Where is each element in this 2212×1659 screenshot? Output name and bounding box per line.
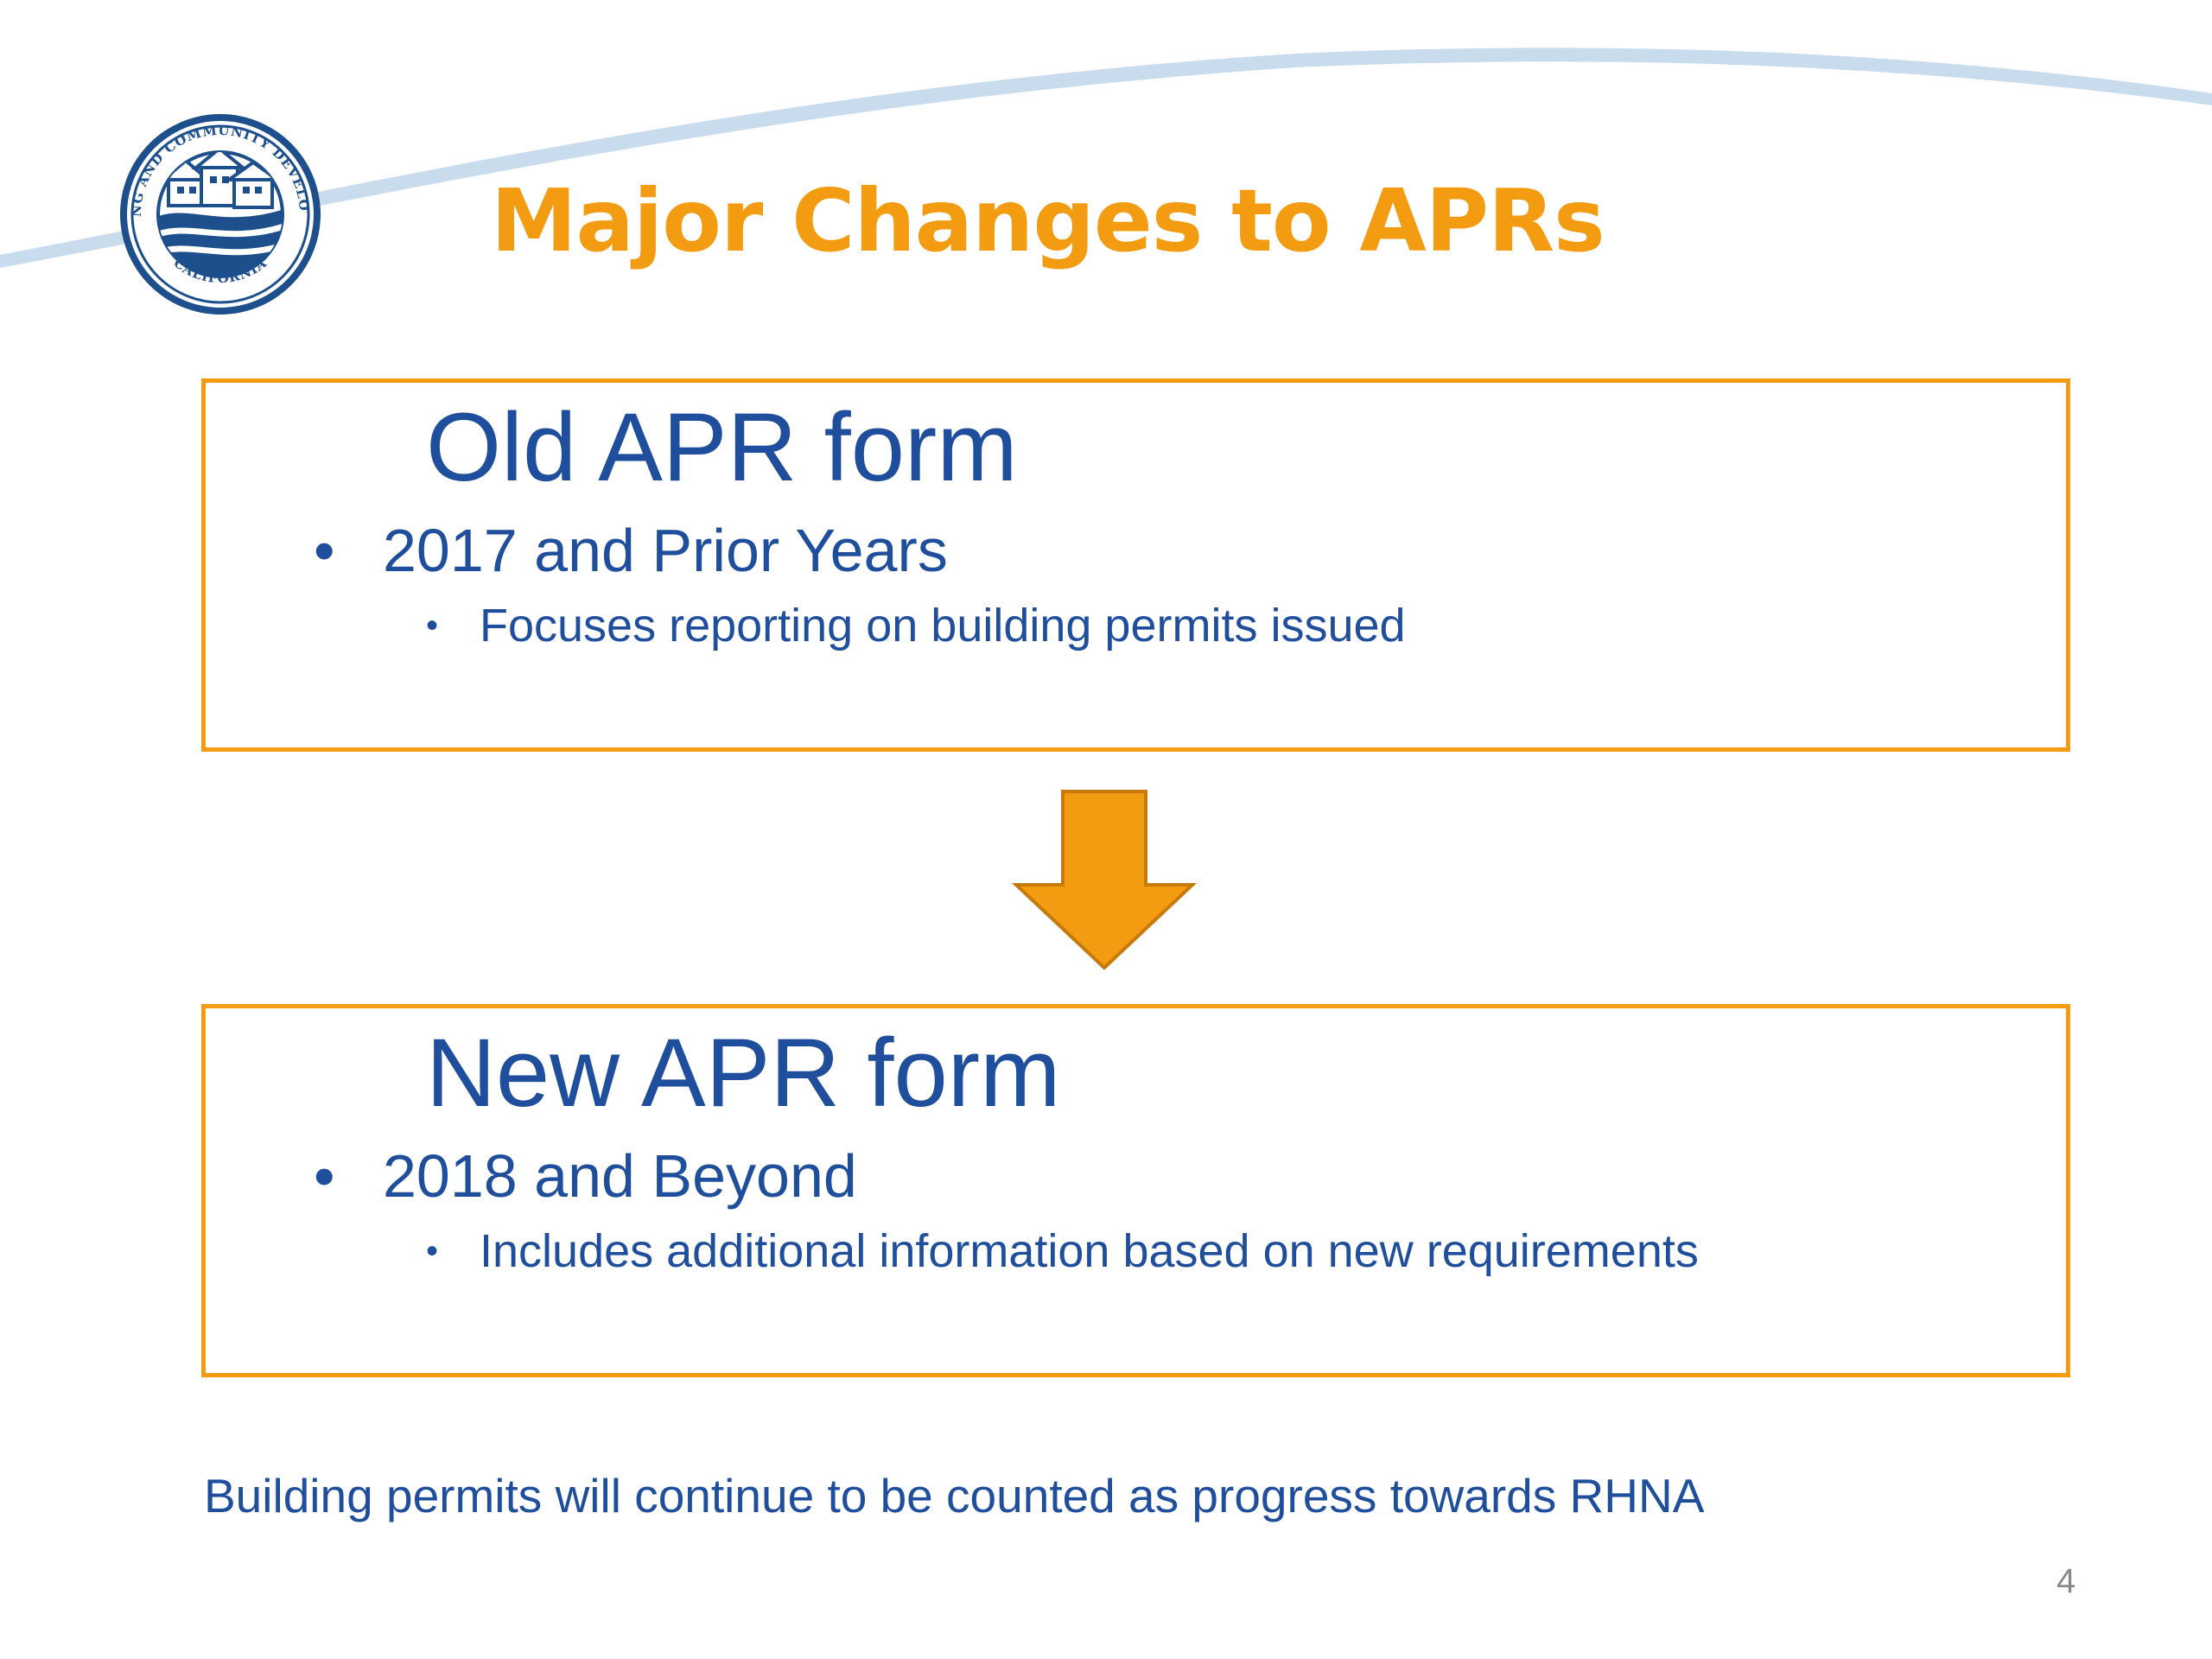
old-apr-form-heading: Old APR form (426, 393, 1018, 501)
bullet-icon: • (426, 607, 439, 645)
bullet-icon: • (314, 517, 335, 584)
slide-title: Major Changes to APRs (491, 170, 1605, 271)
new-form-years: 2018 and Beyond (383, 1142, 857, 1210)
old-apr-form-box: Old APR form • 2017 and Prior Years • Fo… (201, 378, 2070, 752)
new-apr-form-heading: New APR form (426, 1019, 1061, 1127)
bullet-icon: • (426, 1232, 439, 1270)
decorative-swoosh (0, 48, 2212, 268)
new-apr-form-box: New APR form • 2018 and Beyond • Include… (201, 1004, 2070, 1377)
bullet-icon: • (314, 1142, 335, 1210)
hcd-seal-logo: HOUSING AND COMMUNITY DEVELOPMENT CALIFO… (117, 111, 321, 315)
old-form-description: Focuses reporting on building permits is… (480, 600, 1406, 652)
new-form-description: Includes additional information based on… (480, 1225, 1699, 1277)
down-arrow-icon (1011, 790, 1198, 970)
footer-note: Building permits will continue to be cou… (204, 1469, 1705, 1522)
page-number: 4 (2056, 1562, 2076, 1600)
old-form-years: 2017 and Prior Years (383, 517, 948, 584)
